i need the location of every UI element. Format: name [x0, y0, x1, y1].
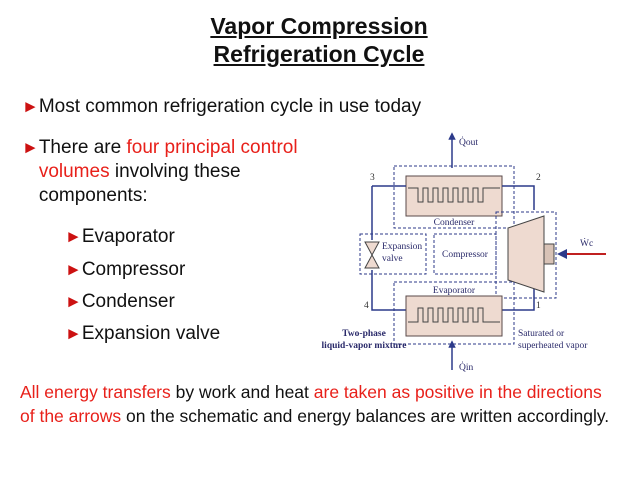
note-part-3: are taken as positive in the directions …	[20, 382, 602, 426]
title-line-1: Vapor Compression	[210, 13, 428, 39]
bullet-text-suffix: involving these components:	[38, 161, 241, 206]
note-part-4: on the schematic and energy balances are…	[121, 406, 610, 426]
subitem-label: Compressor	[81, 259, 186, 280]
note-part-2: by work and heat	[170, 382, 314, 402]
two-phase-label-2: liquid-vapor mixture	[322, 341, 407, 351]
state-3-label: 3	[370, 173, 375, 183]
note-part-1: All energy transfers	[20, 382, 171, 402]
slide-title: Vapor Compression Refrigeration Cycle	[0, 12, 638, 68]
state-2-label: 2	[536, 173, 541, 183]
condenser-coil	[408, 187, 500, 203]
bullet-marker: ►	[65, 260, 82, 279]
expansion-valve-label-1: Expansion	[382, 242, 422, 252]
title-line-2: Refrigeration Cycle	[213, 41, 425, 67]
expansion-valve-control-volume	[359, 233, 427, 275]
bullet-marker: ►	[65, 324, 82, 343]
bullet-highlight: four principal control volumes	[38, 137, 298, 182]
compressor-shaft	[543, 243, 555, 265]
bullet-marker: ►	[65, 227, 82, 246]
subitem-label: Condenser	[81, 291, 175, 312]
q-out-label: Q̇out	[459, 136, 478, 148]
subitem-condenser: ►Condenser	[65, 290, 175, 314]
subitem-expansion-valve: ►Expansion valve	[65, 322, 220, 346]
compressor-label: Compressor	[442, 250, 489, 260]
saturated-label-1: Saturated or	[518, 329, 565, 339]
expansion-valve-icon	[364, 241, 380, 269]
subitem-evaporator: ►Evaporator	[65, 225, 175, 249]
pipe-evaporator-to-compressor	[502, 280, 535, 311]
subitem-compressor: ►Compressor	[65, 258, 185, 282]
condenser-control-volume	[393, 165, 515, 229]
subitem-label: Evaporator	[81, 226, 175, 247]
condenser-label: Condenser	[434, 218, 475, 228]
pipe-compressor-to-condenser	[502, 185, 535, 210]
saturated-label-2: superheated vapor	[518, 341, 588, 351]
expansion-valve-label-2: valve	[382, 254, 403, 264]
evaporator-coil	[408, 307, 500, 323]
energy-transfer-note: All energy transfers by work and heat ar…	[20, 380, 620, 428]
pipe-valve-to-evaporator	[371, 270, 406, 311]
refrigeration-cycle-diagram: Q̇out Condenser Expansion valve Compress…	[322, 132, 606, 373]
state-1-label: 1	[536, 301, 541, 311]
bullet-marker: ►	[65, 292, 82, 311]
state-4-label: 4	[364, 301, 369, 311]
two-phase-label-1: Two-phase	[342, 329, 386, 339]
w-c-label: Ẇc	[580, 237, 593, 249]
compressor-body	[507, 215, 545, 293]
q-in-label: Q̇in	[459, 361, 474, 373]
evaporator-box	[405, 295, 503, 337]
bullet-marker: ►	[22, 138, 39, 157]
bullet-marker: ►	[22, 97, 39, 116]
bullet-text-prefix: There are	[38, 137, 127, 158]
compressor-control-volume	[495, 211, 557, 299]
evaporator-label: Evaporator	[433, 286, 476, 296]
bullet-common-cycle: ►Most common refrigeration cycle in use …	[22, 95, 542, 119]
bullet-text: Most common refrigeration cycle in use t…	[38, 96, 422, 117]
subitem-label: Expansion valve	[81, 323, 221, 344]
bullet-control-volumes: ►There are four principal control volume…	[22, 136, 332, 208]
condenser-box	[405, 175, 503, 217]
